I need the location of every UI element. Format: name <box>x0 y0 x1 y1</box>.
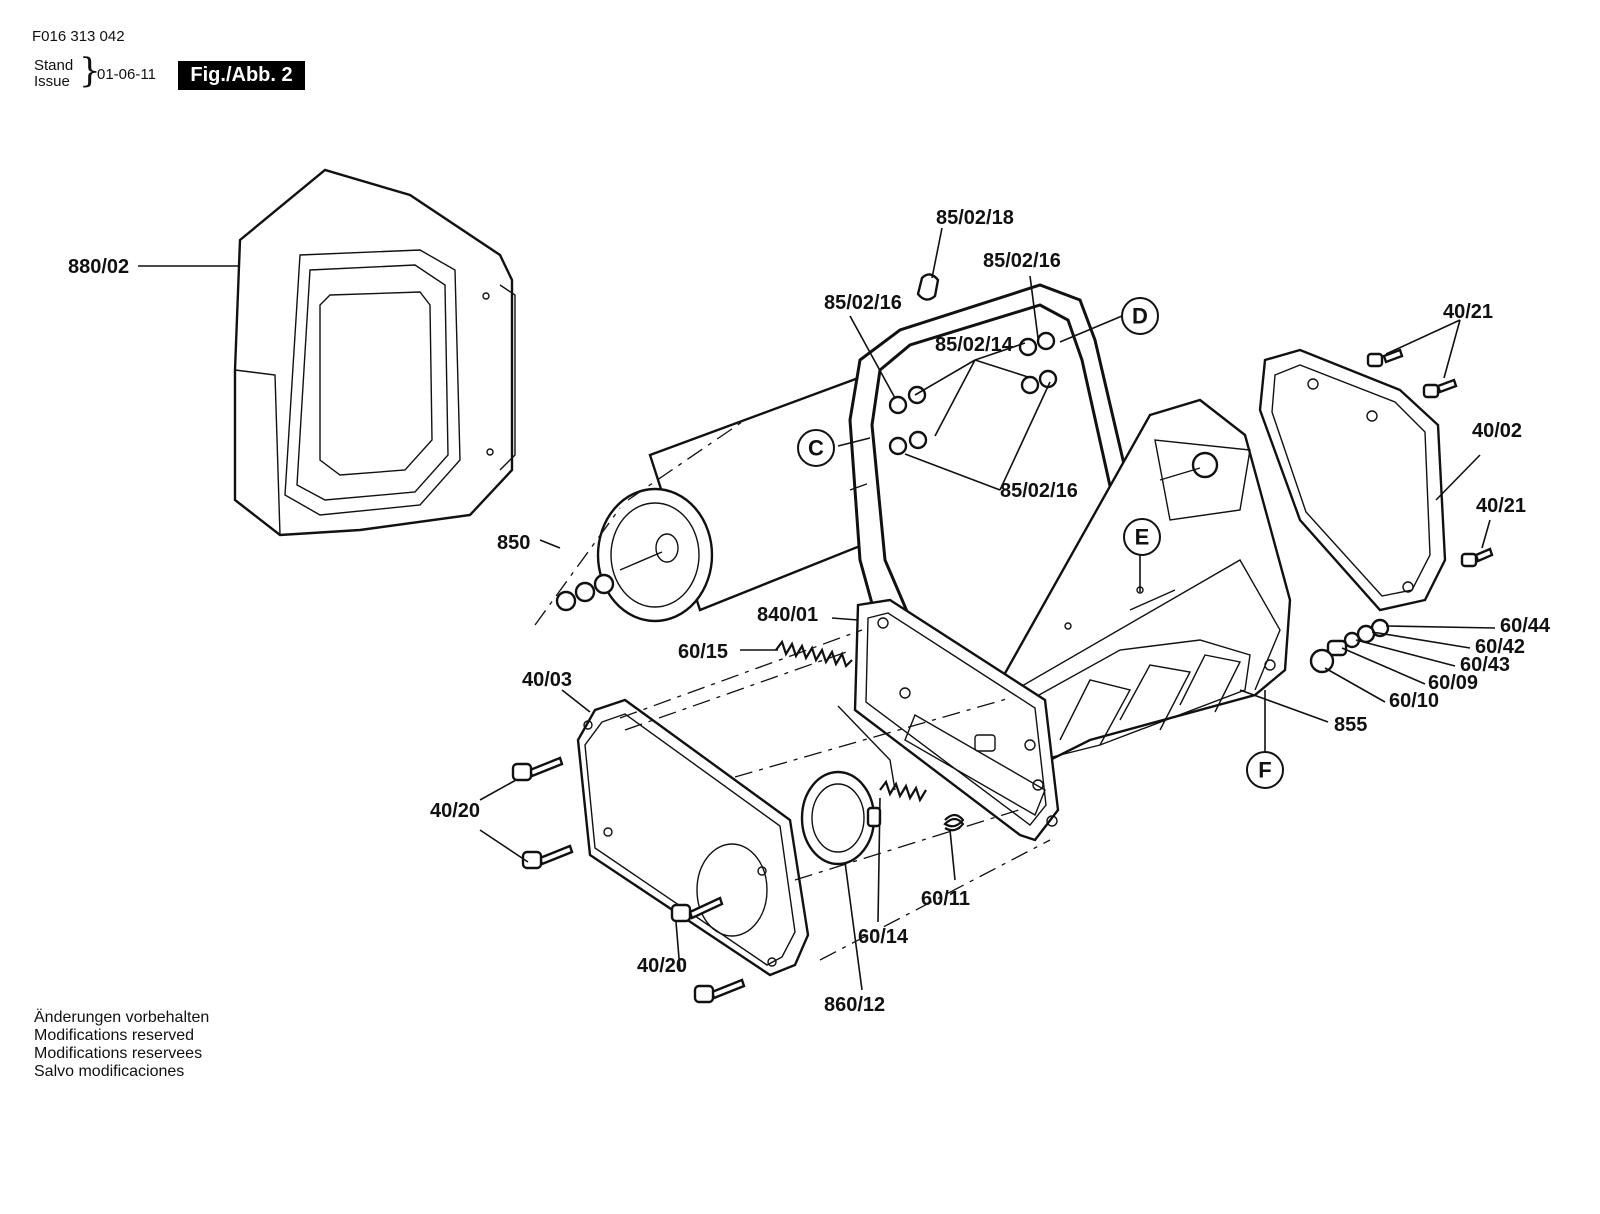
svg-text:C: C <box>808 436 824 461</box>
callout-60-42: 60/42 <box>1475 636 1525 658</box>
issue-date: 01-06-11 <box>97 66 156 83</box>
callout-860-12: 860/12 <box>824 994 885 1016</box>
brace-symbol: } <box>79 51 101 91</box>
stand-label: Stand <box>34 57 74 74</box>
callout-60-11: 60/11 <box>921 888 970 910</box>
callout-85-02-16-top: 85/02/16 <box>983 250 1061 272</box>
issue-label: Issue <box>34 73 70 90</box>
callout-60-44: 60/44 <box>1500 615 1551 637</box>
marker-f: F <box>1246 751 1284 789</box>
callout-840-01: 840/01 <box>757 604 818 626</box>
callout-60-43: 60/43 <box>1460 654 1510 676</box>
callout-40-02: 40/02 <box>1472 420 1522 442</box>
notice-line-es: Salvo modificaciones <box>34 1063 185 1080</box>
callout-850: 850 <box>497 532 530 554</box>
left-side-cover-part <box>576 698 810 977</box>
marker-d: D <box>1121 297 1159 335</box>
callout-40-20-left: 40/20 <box>430 800 480 822</box>
callout-880-02: 880/02 <box>68 256 129 278</box>
callout-40-21-bottom: 40/21 <box>1476 495 1526 517</box>
callout-labels: 880/02 850 85/02/18 85/02/16 85/02/16 85… <box>68 207 1551 1016</box>
callout-40-20-bottom: 40/20 <box>637 955 687 977</box>
callout-85-02-16-bottom: 85/02/16 <box>1000 480 1078 502</box>
callout-85-02-16-left: 85/02/16 <box>824 292 902 314</box>
svg-text:D: D <box>1132 304 1148 329</box>
notice-line-en: Modifications reserved <box>34 1027 195 1044</box>
alignment-lines <box>534 421 1051 961</box>
screws-and-washers-right <box>1309 348 1494 674</box>
leader-lines <box>138 227 1496 991</box>
modifications-notice: Änderungen vorbehalten Modifications res… <box>34 1009 209 1081</box>
callout-40-21-top: 40/21 <box>1443 301 1493 323</box>
screws-left <box>511 756 746 1004</box>
marker-e: E <box>1123 518 1161 556</box>
reference-markers: C D E F <box>797 297 1284 789</box>
callout-60-10: 60/10 <box>1389 690 1439 712</box>
callout-60-14: 60/14 <box>858 926 909 948</box>
handle-bracket-part <box>848 273 1151 641</box>
callout-85-02-14: 85/02/14 <box>935 334 1014 356</box>
callout-85-02-18: 85/02/18 <box>936 207 1014 229</box>
document-number: F016 313 042 <box>32 28 125 45</box>
callout-855: 855 <box>1334 714 1367 736</box>
svg-text:F: F <box>1258 758 1271 783</box>
marker-c: C <box>797 429 835 467</box>
figure-badge: Fig./Abb. 2 <box>178 61 305 90</box>
grass-catcher-part <box>233 168 516 537</box>
notice-line-fr: Modifications reservees <box>34 1045 203 1062</box>
svg-text:E: E <box>1135 525 1150 550</box>
notice-line-de: Änderungen vorbehalten <box>34 1009 210 1026</box>
side-plate-part <box>853 598 1060 842</box>
right-side-cover-part <box>1258 348 1447 612</box>
callout-40-03: 40/03 <box>522 669 572 691</box>
callout-60-15: 60/15 <box>678 641 728 663</box>
callout-60-09: 60/09 <box>1428 672 1478 694</box>
